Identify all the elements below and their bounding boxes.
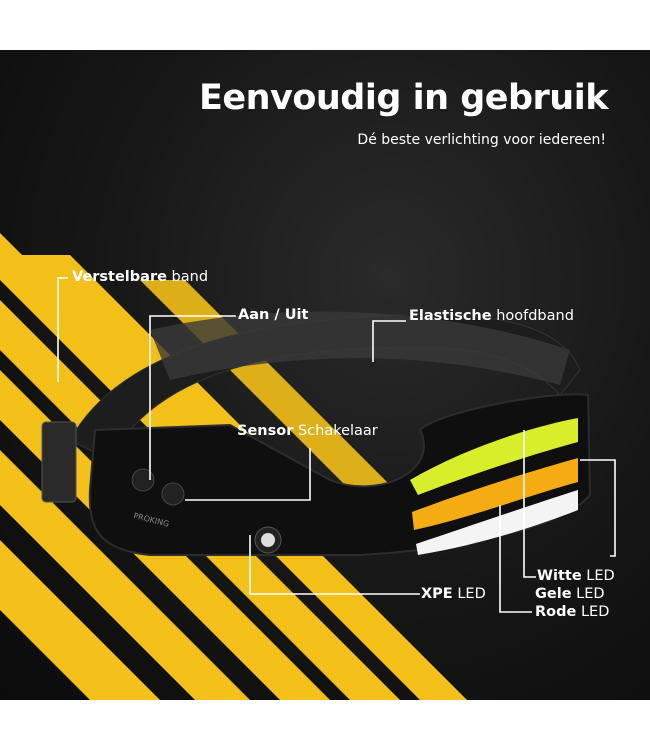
background-graphics: PROKING: [0, 233, 616, 700]
label-sensor-switch: Sensor Schakelaar: [237, 423, 378, 439]
white-led-strip: [416, 490, 578, 555]
headlamp: PROKING: [41, 311, 592, 556]
product-infographic: PROKING Eenvoudig in gebruik Dé beste ve…: [0, 50, 650, 700]
callout-lines: [57, 277, 616, 613]
label-white-led: Witte LED: [537, 568, 615, 584]
label-on-off: Aan / Uit: [238, 307, 309, 323]
page-subtitle: Dé beste verlichting voor iedereen!: [357, 132, 606, 148]
page-title: Eenvoudig in gebruik: [198, 78, 609, 118]
label-adjustable-band: Verstelbare band: [72, 269, 209, 285]
label-yellow-led: Gele LED: [535, 586, 605, 602]
xpe-led: [261, 533, 275, 547]
label-elastic-headband: Elastische hoofdband: [409, 308, 574, 324]
green-led-strip: [410, 418, 578, 495]
power-button: [131, 468, 155, 492]
label-xpe-led: XPE LED: [421, 586, 486, 602]
sensor-button: [161, 482, 185, 506]
label-red-led: Rode LED: [535, 604, 610, 620]
yellow-led-strip: [412, 458, 578, 530]
